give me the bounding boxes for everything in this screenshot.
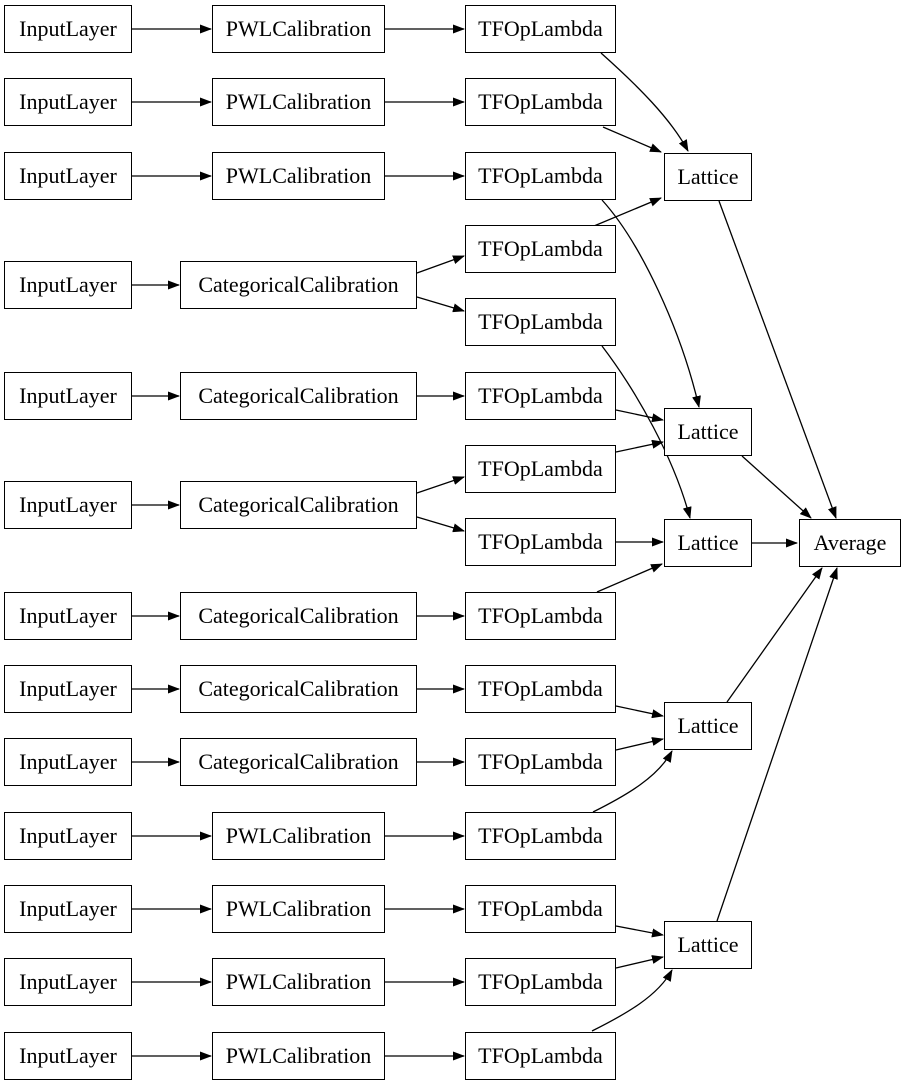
edge-t9-l3: [596, 563, 663, 593]
node-tfoplambda-13: TFOpLambda: [465, 885, 616, 933]
node-inputlayer-10: InputLayer: [4, 812, 132, 860]
node-lattice-3: Lattice: [664, 519, 752, 567]
node-tfoplambda-1: TFOpLambda: [465, 5, 616, 53]
edge-c6-t8: [416, 516, 465, 533]
node-pwlcalibration-7: PWLCalibration: [212, 1032, 385, 1080]
edge-t6-l2: [615, 409, 664, 423]
node-categoricalcalibration-6: CategoricalCalibration: [180, 738, 417, 786]
node-inputlayer-13: InputLayer: [4, 1032, 132, 1080]
node-lattice-5: Lattice: [664, 921, 752, 969]
node-lattice-1: Lattice: [664, 153, 752, 201]
edge-t14-l5: [615, 955, 664, 969]
node-pwlcalibration-2: PWLCalibration: [212, 78, 385, 126]
node-lattice-2: Lattice: [664, 408, 752, 456]
node-tfoplambda-5: TFOpLambda: [465, 298, 616, 346]
node-inputlayer-9: InputLayer: [4, 738, 132, 786]
node-pwlcalibration-5: PWLCalibration: [212, 885, 385, 933]
edge-t3-l2: [601, 199, 701, 408]
node-average: Average: [799, 519, 901, 567]
node-categoricalcalibration-4: CategoricalCalibration: [180, 592, 417, 640]
edge-t5-l3: [601, 345, 692, 519]
node-categoricalcalibration-5: CategoricalCalibration: [180, 665, 417, 713]
node-tfoplambda-3: TFOpLambda: [465, 152, 616, 200]
node-inputlayer-1: InputLayer: [4, 5, 132, 53]
edge-c6-t7: [416, 476, 465, 494]
node-inputlayer-6: InputLayer: [4, 481, 132, 529]
node-tfoplambda-2: TFOpLambda: [465, 78, 616, 126]
node-lattice-4: Lattice: [664, 702, 752, 750]
edge-t10-l4: [615, 705, 664, 719]
edge-t11-l4: [615, 737, 664, 751]
node-pwlcalibration-3: PWLCalibration: [212, 152, 385, 200]
edge-l2-avg: [741, 455, 812, 519]
node-inputlayer-8: InputLayer: [4, 665, 132, 713]
edge-c4-t4: [416, 255, 465, 274]
edge-t2-l1: [602, 126, 662, 153]
edge-l4-avg: [726, 567, 823, 703]
edge-l1-avg: [718, 200, 837, 519]
edge-t7-l2: [615, 439, 664, 453]
node-inputlayer-5: InputLayer: [4, 372, 132, 420]
node-tfoplambda-11: TFOpLambda: [465, 738, 616, 786]
node-pwlcalibration-6: PWLCalibration: [212, 958, 385, 1006]
edge-t4-l1: [593, 197, 662, 227]
node-tfoplambda-9: TFOpLambda: [465, 592, 616, 640]
node-categoricalcalibration-2: CategoricalCalibration: [180, 372, 417, 420]
node-tfoplambda-12: TFOpLambda: [465, 812, 616, 860]
edge-t12-l4: [592, 750, 673, 813]
node-tfoplambda-10: TFOpLambda: [465, 665, 616, 713]
edge-t1-l1: [600, 52, 689, 152]
edge-t13-l5: [615, 925, 664, 938]
node-inputlayer-12: InputLayer: [4, 958, 132, 1006]
edge-c4-t5: [416, 296, 465, 313]
node-pwlcalibration-4: PWLCalibration: [212, 812, 385, 860]
node-inputlayer-3: InputLayer: [4, 152, 132, 200]
edge-l5-avg: [716, 567, 838, 922]
node-inputlayer-11: InputLayer: [4, 885, 132, 933]
node-tfoplambda-4: TFOpLambda: [465, 225, 616, 273]
node-tfoplambda-7: TFOpLambda: [465, 445, 616, 493]
node-tfoplambda-8: TFOpLambda: [465, 518, 616, 566]
node-inputlayer-4: InputLayer: [4, 261, 132, 309]
node-tfoplambda-6: TFOpLambda: [465, 372, 616, 420]
node-inputlayer-7: InputLayer: [4, 592, 132, 640]
node-tfoplambda-14: TFOpLambda: [465, 958, 616, 1006]
node-inputlayer-2: InputLayer: [4, 78, 132, 126]
node-pwlcalibration-1: PWLCalibration: [212, 5, 385, 53]
node-categoricalcalibration-3: CategoricalCalibration: [180, 481, 417, 529]
node-categoricalcalibration-1: CategoricalCalibration: [180, 261, 417, 309]
edge-t15-l5: [591, 969, 673, 1032]
node-tfoplambda-15: TFOpLambda: [465, 1032, 616, 1080]
